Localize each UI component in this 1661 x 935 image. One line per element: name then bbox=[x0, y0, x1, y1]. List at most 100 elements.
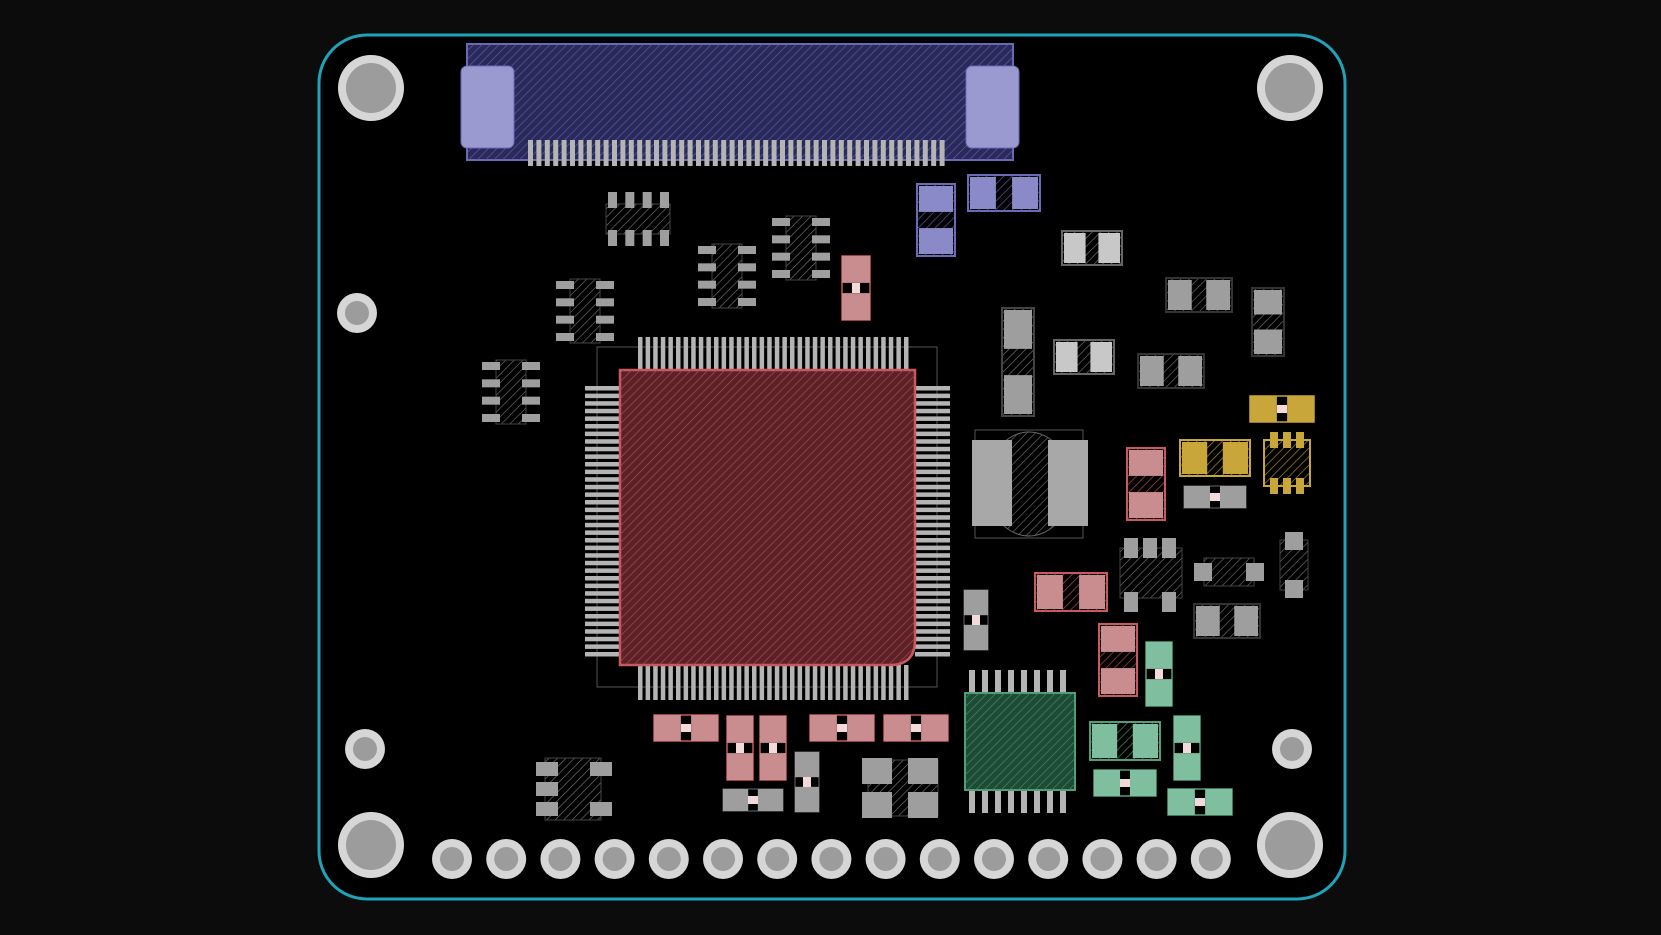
header-pin[interactable] bbox=[486, 839, 527, 879]
fpc-pin bbox=[855, 140, 861, 166]
header-pin[interactable] bbox=[1028, 839, 1069, 879]
header-pin[interactable] bbox=[919, 839, 960, 879]
fpc-pin bbox=[939, 140, 945, 166]
fpc-pin bbox=[595, 140, 601, 166]
header-pin[interactable] bbox=[1190, 839, 1231, 879]
fpc-pin bbox=[561, 140, 567, 166]
led[interactable] bbox=[1249, 395, 1315, 423]
capacitor[interactable] bbox=[1098, 623, 1138, 697]
header-pin[interactable] bbox=[432, 839, 472, 879]
resistor[interactable] bbox=[726, 715, 754, 781]
soic-ic[interactable] bbox=[698, 243, 756, 309]
fpc-pin bbox=[889, 140, 895, 166]
resistor[interactable] bbox=[759, 715, 787, 781]
diode[interactable] bbox=[1001, 307, 1035, 417]
resistor[interactable] bbox=[1145, 641, 1173, 707]
capacitor[interactable] bbox=[1165, 277, 1233, 313]
regulator-ic[interactable] bbox=[964, 670, 1076, 813]
capacitor[interactable] bbox=[967, 174, 1041, 212]
transistor[interactable] bbox=[1119, 538, 1183, 612]
capacitor[interactable] bbox=[1193, 603, 1261, 639]
fpc-pin bbox=[578, 140, 584, 166]
pin-header bbox=[432, 839, 1231, 879]
diode[interactable] bbox=[1179, 439, 1251, 477]
capacitor[interactable] bbox=[1137, 353, 1205, 389]
fpc-pin bbox=[662, 140, 668, 166]
header-pin[interactable] bbox=[974, 839, 1014, 879]
header-pin[interactable] bbox=[865, 839, 906, 879]
diode[interactable] bbox=[1194, 557, 1264, 587]
soic-ic[interactable] bbox=[772, 215, 830, 281]
fpc-pin bbox=[771, 140, 777, 166]
soic-ic[interactable] bbox=[482, 359, 540, 425]
fpc-pin bbox=[780, 140, 785, 166]
fpc-pin bbox=[628, 140, 634, 166]
fpc-pin bbox=[813, 140, 819, 166]
header-pin[interactable] bbox=[1082, 839, 1123, 879]
mcu-qfp[interactable] bbox=[585, 337, 950, 700]
resistor[interactable] bbox=[963, 589, 989, 651]
crystal[interactable] bbox=[862, 758, 939, 818]
fpc-pin bbox=[914, 140, 920, 166]
fpc-pin bbox=[729, 140, 735, 166]
capacitor[interactable] bbox=[1034, 572, 1108, 612]
resistor[interactable] bbox=[1053, 339, 1115, 375]
fpc-pin bbox=[637, 140, 643, 166]
transistor[interactable] bbox=[1263, 432, 1311, 494]
fpc-pin bbox=[721, 140, 727, 166]
fpc-pin bbox=[612, 140, 617, 166]
header-pin[interactable] bbox=[540, 839, 581, 879]
fpc-pin bbox=[880, 140, 886, 166]
fpc-pin bbox=[754, 140, 760, 166]
fpc-pin bbox=[830, 140, 836, 166]
fpc-connector[interactable] bbox=[460, 43, 1020, 166]
header-pin[interactable] bbox=[594, 839, 635, 879]
power-inductor[interactable] bbox=[972, 429, 1088, 539]
capacitor[interactable] bbox=[1089, 721, 1161, 761]
fpc-pin bbox=[654, 140, 659, 166]
fpc-pin bbox=[603, 140, 609, 166]
fpc-pin bbox=[822, 140, 827, 166]
mounting-holes bbox=[337, 55, 1323, 878]
fpc-pin bbox=[712, 140, 718, 166]
resistor[interactable] bbox=[1167, 788, 1233, 816]
capacitor[interactable] bbox=[1126, 447, 1166, 521]
resistor[interactable] bbox=[1173, 715, 1201, 781]
fpc-pin bbox=[620, 140, 626, 166]
fpc-pin bbox=[536, 140, 542, 166]
fpc-pin bbox=[897, 140, 903, 166]
fpc-pin bbox=[645, 140, 651, 166]
resistor[interactable] bbox=[1093, 769, 1157, 797]
capacitor[interactable] bbox=[1251, 287, 1285, 357]
resistor[interactable] bbox=[883, 714, 949, 742]
capacitor[interactable] bbox=[916, 183, 956, 257]
header-pin[interactable] bbox=[811, 839, 852, 879]
resistor[interactable] bbox=[809, 714, 875, 742]
diode[interactable] bbox=[1279, 532, 1309, 598]
resistor[interactable] bbox=[841, 255, 871, 321]
fpc-pin bbox=[838, 140, 844, 166]
resistor[interactable] bbox=[1183, 485, 1247, 509]
resistor[interactable] bbox=[653, 714, 719, 742]
fpc-pin bbox=[872, 140, 878, 166]
soic-ic[interactable] bbox=[556, 278, 614, 344]
fpc-pin bbox=[763, 140, 769, 166]
fpc-pin bbox=[553, 140, 559, 166]
fpc-pin bbox=[805, 140, 811, 166]
fpc-pin bbox=[922, 140, 928, 166]
header-pin[interactable] bbox=[703, 839, 743, 879]
resistor[interactable] bbox=[722, 788, 784, 812]
fpc-pin bbox=[796, 140, 802, 166]
sot-ic[interactable] bbox=[536, 757, 612, 821]
header-pin[interactable] bbox=[1136, 839, 1177, 879]
fpc-pin bbox=[586, 140, 592, 166]
header-pin[interactable] bbox=[757, 839, 798, 879]
soic-ic[interactable] bbox=[605, 192, 671, 246]
resistor[interactable] bbox=[794, 751, 820, 813]
header-pin[interactable] bbox=[648, 839, 689, 879]
fpc-pin bbox=[906, 140, 911, 166]
resistor[interactable] bbox=[1061, 230, 1123, 266]
fpc-pin bbox=[704, 140, 710, 166]
fpc-pin bbox=[670, 140, 676, 166]
